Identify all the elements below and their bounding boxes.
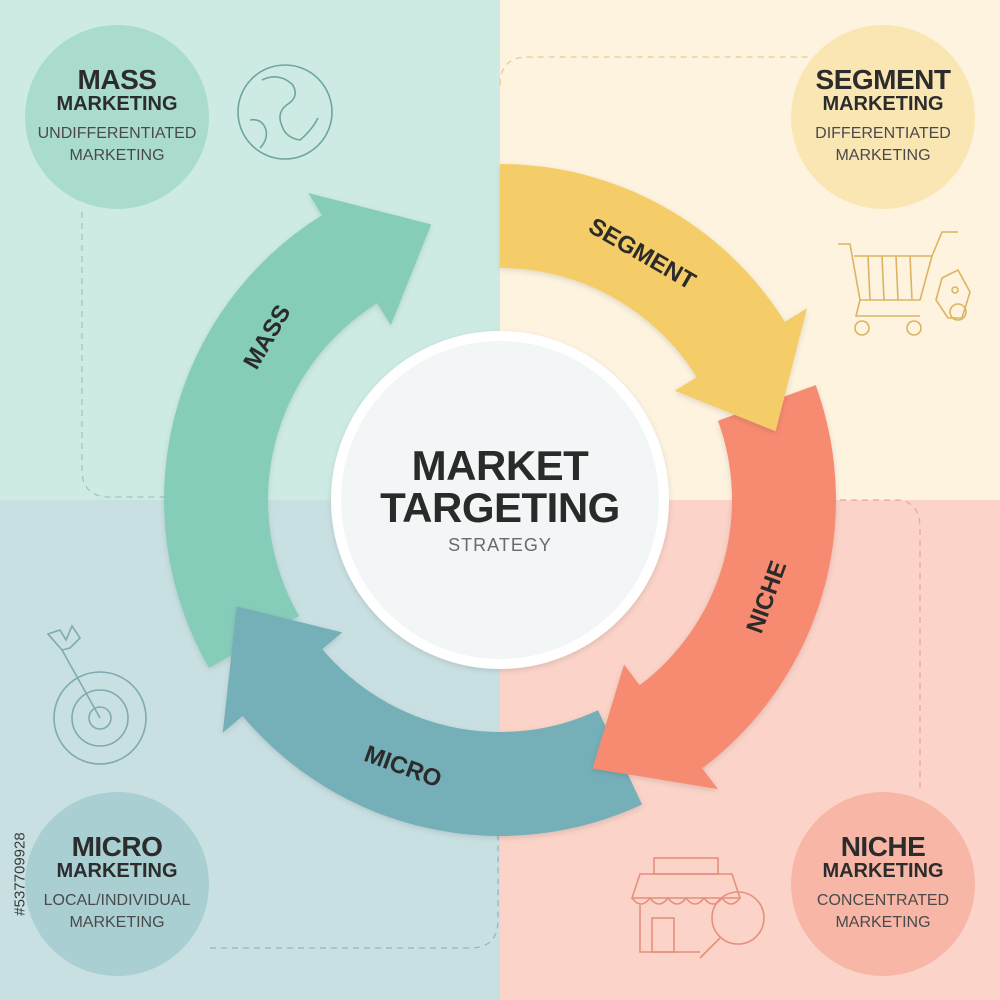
connector-segment [499, 56, 810, 86]
shopping-cart-icon [838, 231, 971, 336]
center-title-line2: TARGETING [380, 483, 620, 531]
corner-segment-marketing: SEGMENT MARKETING DIFFERENTIATED MARKETI… [791, 25, 975, 209]
center-label: MARKET TARGETING STRATEGY [338, 338, 662, 662]
corner-subtitle: MARKETING [822, 860, 944, 882]
corner-title: MICRO [71, 831, 163, 862]
center-disc [331, 331, 669, 669]
micro-arrow [222, 606, 642, 836]
corner-title: MASS [77, 64, 157, 95]
corner-desc-line1: LOCAL/INDIVIDUAL [43, 892, 191, 909]
corner-desc-line1: DIFFERENTIATED [815, 125, 951, 142]
corner-desc-line2: MARKETING [69, 147, 165, 164]
globe-icon [237, 64, 333, 160]
corner-micro-marketing: MICRO MARKETING LOCAL/INDIVIDUAL MARKETI… [25, 792, 209, 976]
store-search-icon [630, 857, 765, 959]
segment-arrow [500, 164, 807, 432]
corner-niche-marketing: NICHE MARKETING CONCENTRATED MARKETING [791, 792, 975, 976]
corner-title: NICHE [840, 831, 926, 862]
mass-arrow [163, 193, 432, 668]
connector-niche [840, 499, 921, 790]
watermark-text: #537709928 [11, 832, 29, 916]
connector-mass [81, 212, 170, 498]
watermark-id: #537709928 [8, 764, 32, 984]
corner-desc-line2: MARKETING [835, 147, 931, 164]
center-title-line1: MARKET [411, 441, 589, 489]
corner-desc-line2: MARKETING [69, 914, 165, 931]
corner-title: SEGMENT [815, 64, 951, 95]
target-icon [46, 624, 147, 765]
center-subtitle: STRATEGY [448, 534, 552, 555]
corner-subtitle: MARKETING [56, 860, 178, 882]
niche-arrow [592, 385, 836, 790]
corner-mass-marketing: MASS MARKETING UNDIFFERENTIATED MARKETIN… [25, 25, 209, 209]
corner-desc-line1: UNDIFFERENTIATED [37, 125, 197, 142]
corner-subtitle: MARKETING [56, 93, 178, 115]
corner-desc-line2: MARKETING [835, 914, 931, 931]
corner-desc-line1: CONCENTRATED [816, 892, 950, 909]
corner-subtitle: MARKETING [822, 93, 944, 115]
